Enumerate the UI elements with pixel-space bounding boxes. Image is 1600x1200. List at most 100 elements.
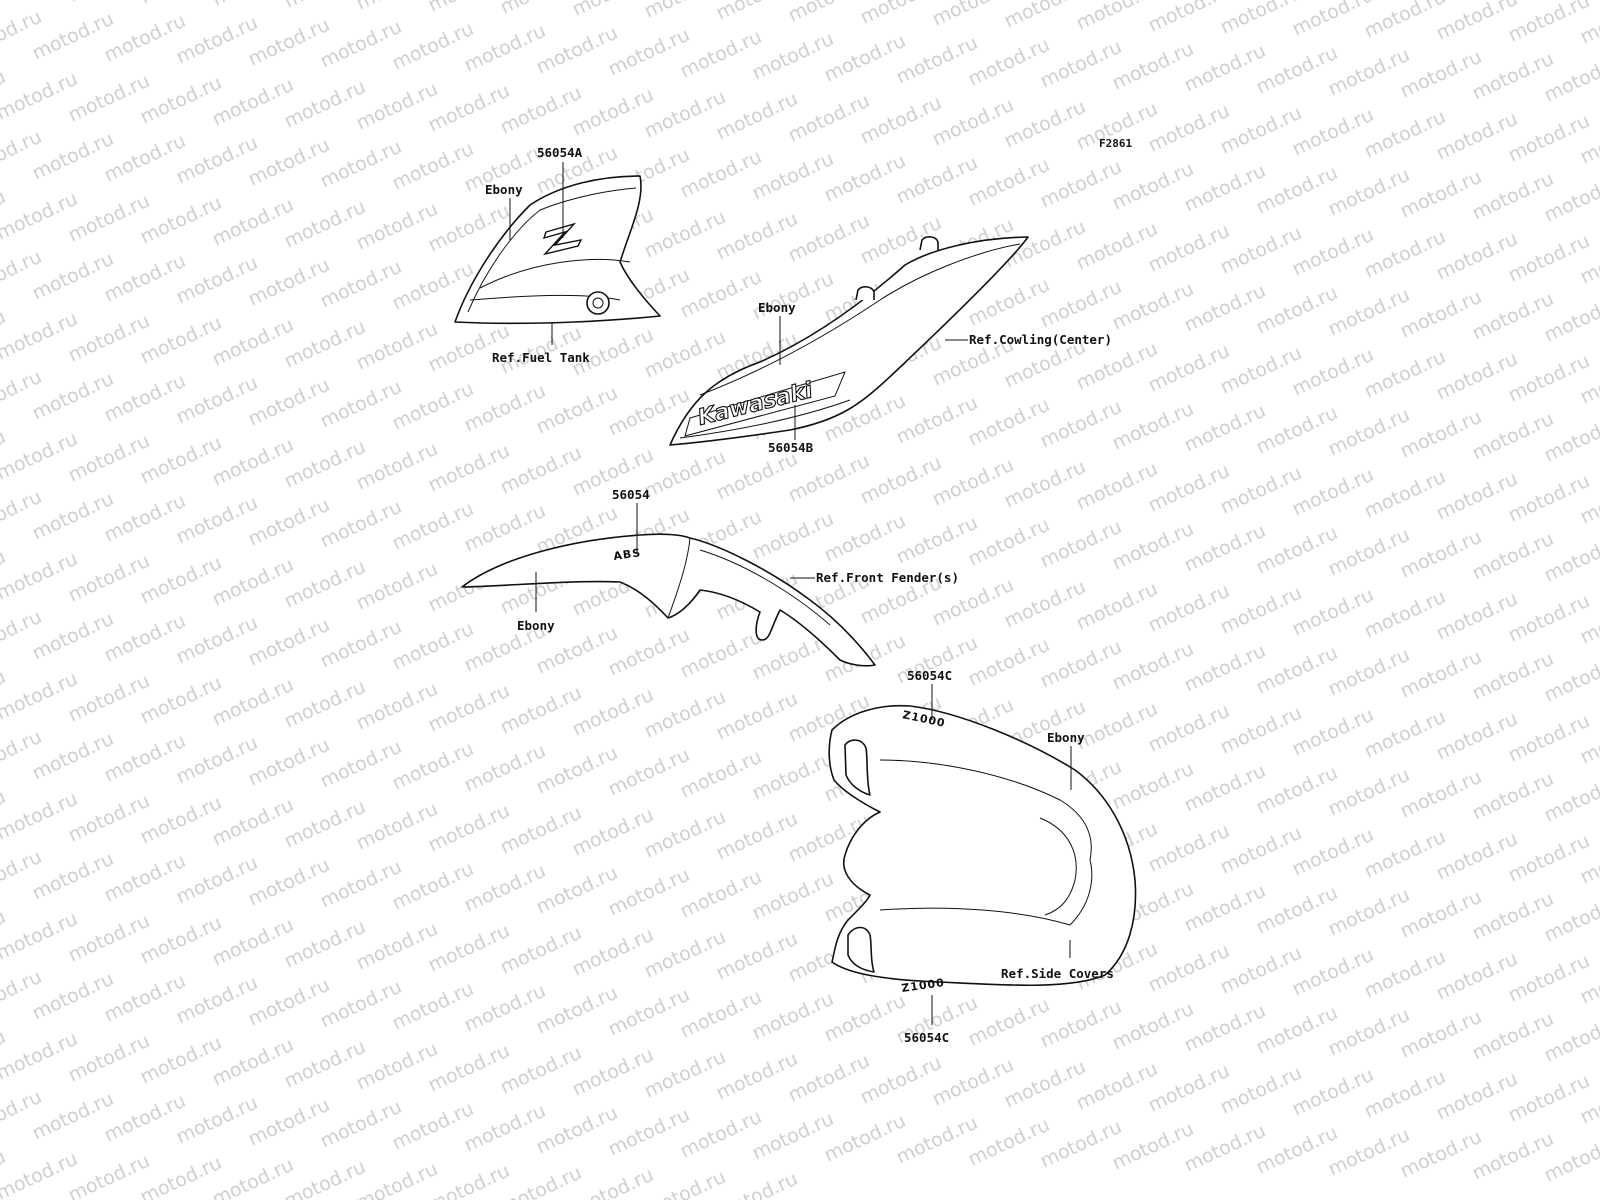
side-covers-part: Z1000 Z1000 bbox=[828, 704, 1137, 995]
watermark-text: motod.ru bbox=[1397, 886, 1485, 943]
watermark-text: motod.ru bbox=[1397, 766, 1485, 823]
watermark-text: motod.ru bbox=[965, 994, 1053, 1051]
watermark-text: motod.ru bbox=[317, 136, 405, 193]
watermark-text: motod.ru bbox=[1253, 282, 1341, 339]
cowl-ref-label: Ref.Cowling(Center) bbox=[969, 332, 1112, 347]
watermark-text: motod.ru bbox=[965, 634, 1053, 691]
watermark-text: motod.ru bbox=[929, 454, 1017, 511]
watermark-text: motod.ru bbox=[1469, 768, 1557, 825]
watermark-text: motod.ru bbox=[173, 1092, 261, 1149]
watermark-text: motod.ru bbox=[641, 326, 729, 383]
watermark-text: motod.ru bbox=[641, 686, 729, 743]
watermark-text: motod.ru bbox=[677, 266, 765, 323]
watermark-text: motod.ru bbox=[677, 746, 765, 803]
watermark-text: motod.ru bbox=[569, 84, 657, 141]
watermark-text: motod.ru bbox=[101, 850, 189, 907]
watermark-text: motod.ru bbox=[137, 432, 225, 489]
watermark-text: motod.ru bbox=[497, 682, 585, 739]
side-cover-rear-lip bbox=[847, 926, 875, 973]
watermark-text: motod.ru bbox=[1325, 644, 1413, 701]
watermark-text: motod.ru bbox=[677, 1106, 765, 1163]
tank-z-logo-icon bbox=[542, 222, 583, 256]
watermark-text: motod.ru bbox=[1361, 586, 1449, 643]
watermark-text: motod.ru bbox=[641, 1046, 729, 1103]
tank-color-label: Ebony bbox=[485, 182, 523, 197]
watermark-text: motod.ru bbox=[29, 248, 117, 305]
watermark-text: motod.ru bbox=[1469, 1128, 1557, 1185]
watermark-text: motod.ru bbox=[317, 496, 405, 553]
watermark-text: motod.ru bbox=[1253, 402, 1341, 459]
watermark-text: motod.ru bbox=[1469, 168, 1557, 225]
side-cover-logo-bottom: Z1000 bbox=[901, 976, 946, 995]
watermark-text: motod.ru bbox=[1469, 408, 1557, 465]
watermark-text: motod.ru bbox=[353, 1038, 441, 1095]
watermark-text: motod.ru bbox=[65, 790, 153, 847]
watermark-text: motod.ru bbox=[1325, 164, 1413, 221]
watermark-text: motod.ru bbox=[893, 392, 981, 449]
watermark-text: motod.ru bbox=[785, 90, 873, 147]
watermark-text: motod.ru bbox=[425, 80, 513, 137]
watermark-text: motod.ru bbox=[65, 910, 153, 967]
watermark-text: motod.ru bbox=[209, 554, 297, 611]
watermark-text: motod.ru bbox=[101, 250, 189, 307]
watermark-text: motod.ru bbox=[965, 1114, 1053, 1171]
watermark-text: motod.ru bbox=[605, 744, 693, 801]
watermark-text: motod.ru bbox=[1469, 648, 1557, 705]
watermark-text: motod.ru bbox=[461, 380, 549, 437]
watermark-text: motod.ru bbox=[1001, 576, 1089, 633]
tank-ref-label: Ref.Fuel Tank bbox=[492, 350, 590, 365]
watermark-text: motod.ru bbox=[425, 1160, 513, 1200]
watermark-text: motod.ru bbox=[389, 738, 477, 795]
watermark-text: motod.ru bbox=[281, 916, 369, 973]
watermark-text: motod.ru bbox=[641, 446, 729, 503]
watermark-text: motod.ru bbox=[65, 70, 153, 127]
watermark-text: motod.ru bbox=[281, 76, 369, 133]
watermark-text: motod.ru bbox=[1037, 156, 1125, 213]
watermark-text: motod.ru bbox=[137, 1032, 225, 1089]
watermark-text: motod.ru bbox=[1073, 1058, 1161, 1115]
watermark-text: motod.ru bbox=[425, 1040, 513, 1097]
watermark-text: motod.ru bbox=[1505, 830, 1593, 887]
fender-ref-label: Ref.Front Fender(s) bbox=[816, 570, 959, 585]
watermark-text: motod.ru bbox=[821, 150, 909, 207]
watermark-text: motod.ru bbox=[209, 74, 297, 131]
watermark-text: motod.ru bbox=[173, 852, 261, 909]
watermark-text: motod.ru bbox=[317, 856, 405, 913]
watermark-text: motod.ru bbox=[353, 558, 441, 615]
watermark-text: motod.ru bbox=[101, 490, 189, 547]
watermark-text: motod.ru bbox=[245, 854, 333, 911]
watermark-text: motod.ru bbox=[749, 28, 837, 85]
tank-cover-bolt-outer bbox=[586, 291, 610, 315]
watermark-text: motod.ru bbox=[569, 924, 657, 981]
watermark-text: motod.ru bbox=[1469, 288, 1557, 345]
watermark-text: motod.ru bbox=[1289, 944, 1377, 1001]
watermark-text: motod.ru bbox=[1361, 106, 1449, 163]
watermark-text: motod.ru bbox=[389, 618, 477, 675]
watermark-text: motod.ru bbox=[1289, 1064, 1377, 1121]
watermark-text: motod.ru bbox=[1217, 702, 1305, 759]
watermark-text: motod.ru bbox=[1253, 1122, 1341, 1179]
watermark-text: motod.ru bbox=[389, 378, 477, 435]
tank-cover-curve bbox=[479, 258, 631, 289]
watermark-text: motod.ru bbox=[353, 1158, 441, 1200]
watermark-text: motod.ru bbox=[1433, 708, 1521, 765]
watermark-text: motod.ru bbox=[29, 1088, 117, 1145]
fender-part: ABS bbox=[461, 533, 876, 667]
watermark-text: motod.ru bbox=[749, 748, 837, 805]
watermark-text: motod.ru bbox=[1109, 1118, 1197, 1175]
watermark-text: motod.ru bbox=[1253, 882, 1341, 939]
fender-inner-line bbox=[699, 549, 831, 626]
watermark-text: motod.ru bbox=[317, 16, 405, 73]
watermark-text: motod.ru bbox=[1217, 582, 1305, 639]
watermark-text: motod.ru bbox=[641, 206, 729, 263]
watermark-text: motod.ru bbox=[1145, 700, 1233, 757]
watermark-text: motod.ru bbox=[713, 688, 801, 745]
watermark-text: motod.ru bbox=[137, 0, 225, 9]
watermark-text: motod.ru bbox=[1397, 1126, 1485, 1183]
fender-shape bbox=[461, 533, 876, 667]
watermark-text: motod.ru bbox=[389, 978, 477, 1035]
watermark-text: motod.ru bbox=[1505, 1070, 1593, 1127]
watermark-text: motod.ru bbox=[677, 626, 765, 683]
watermark-text: motod.ru bbox=[1109, 38, 1197, 95]
watermark-text: motod.ru bbox=[461, 1100, 549, 1157]
